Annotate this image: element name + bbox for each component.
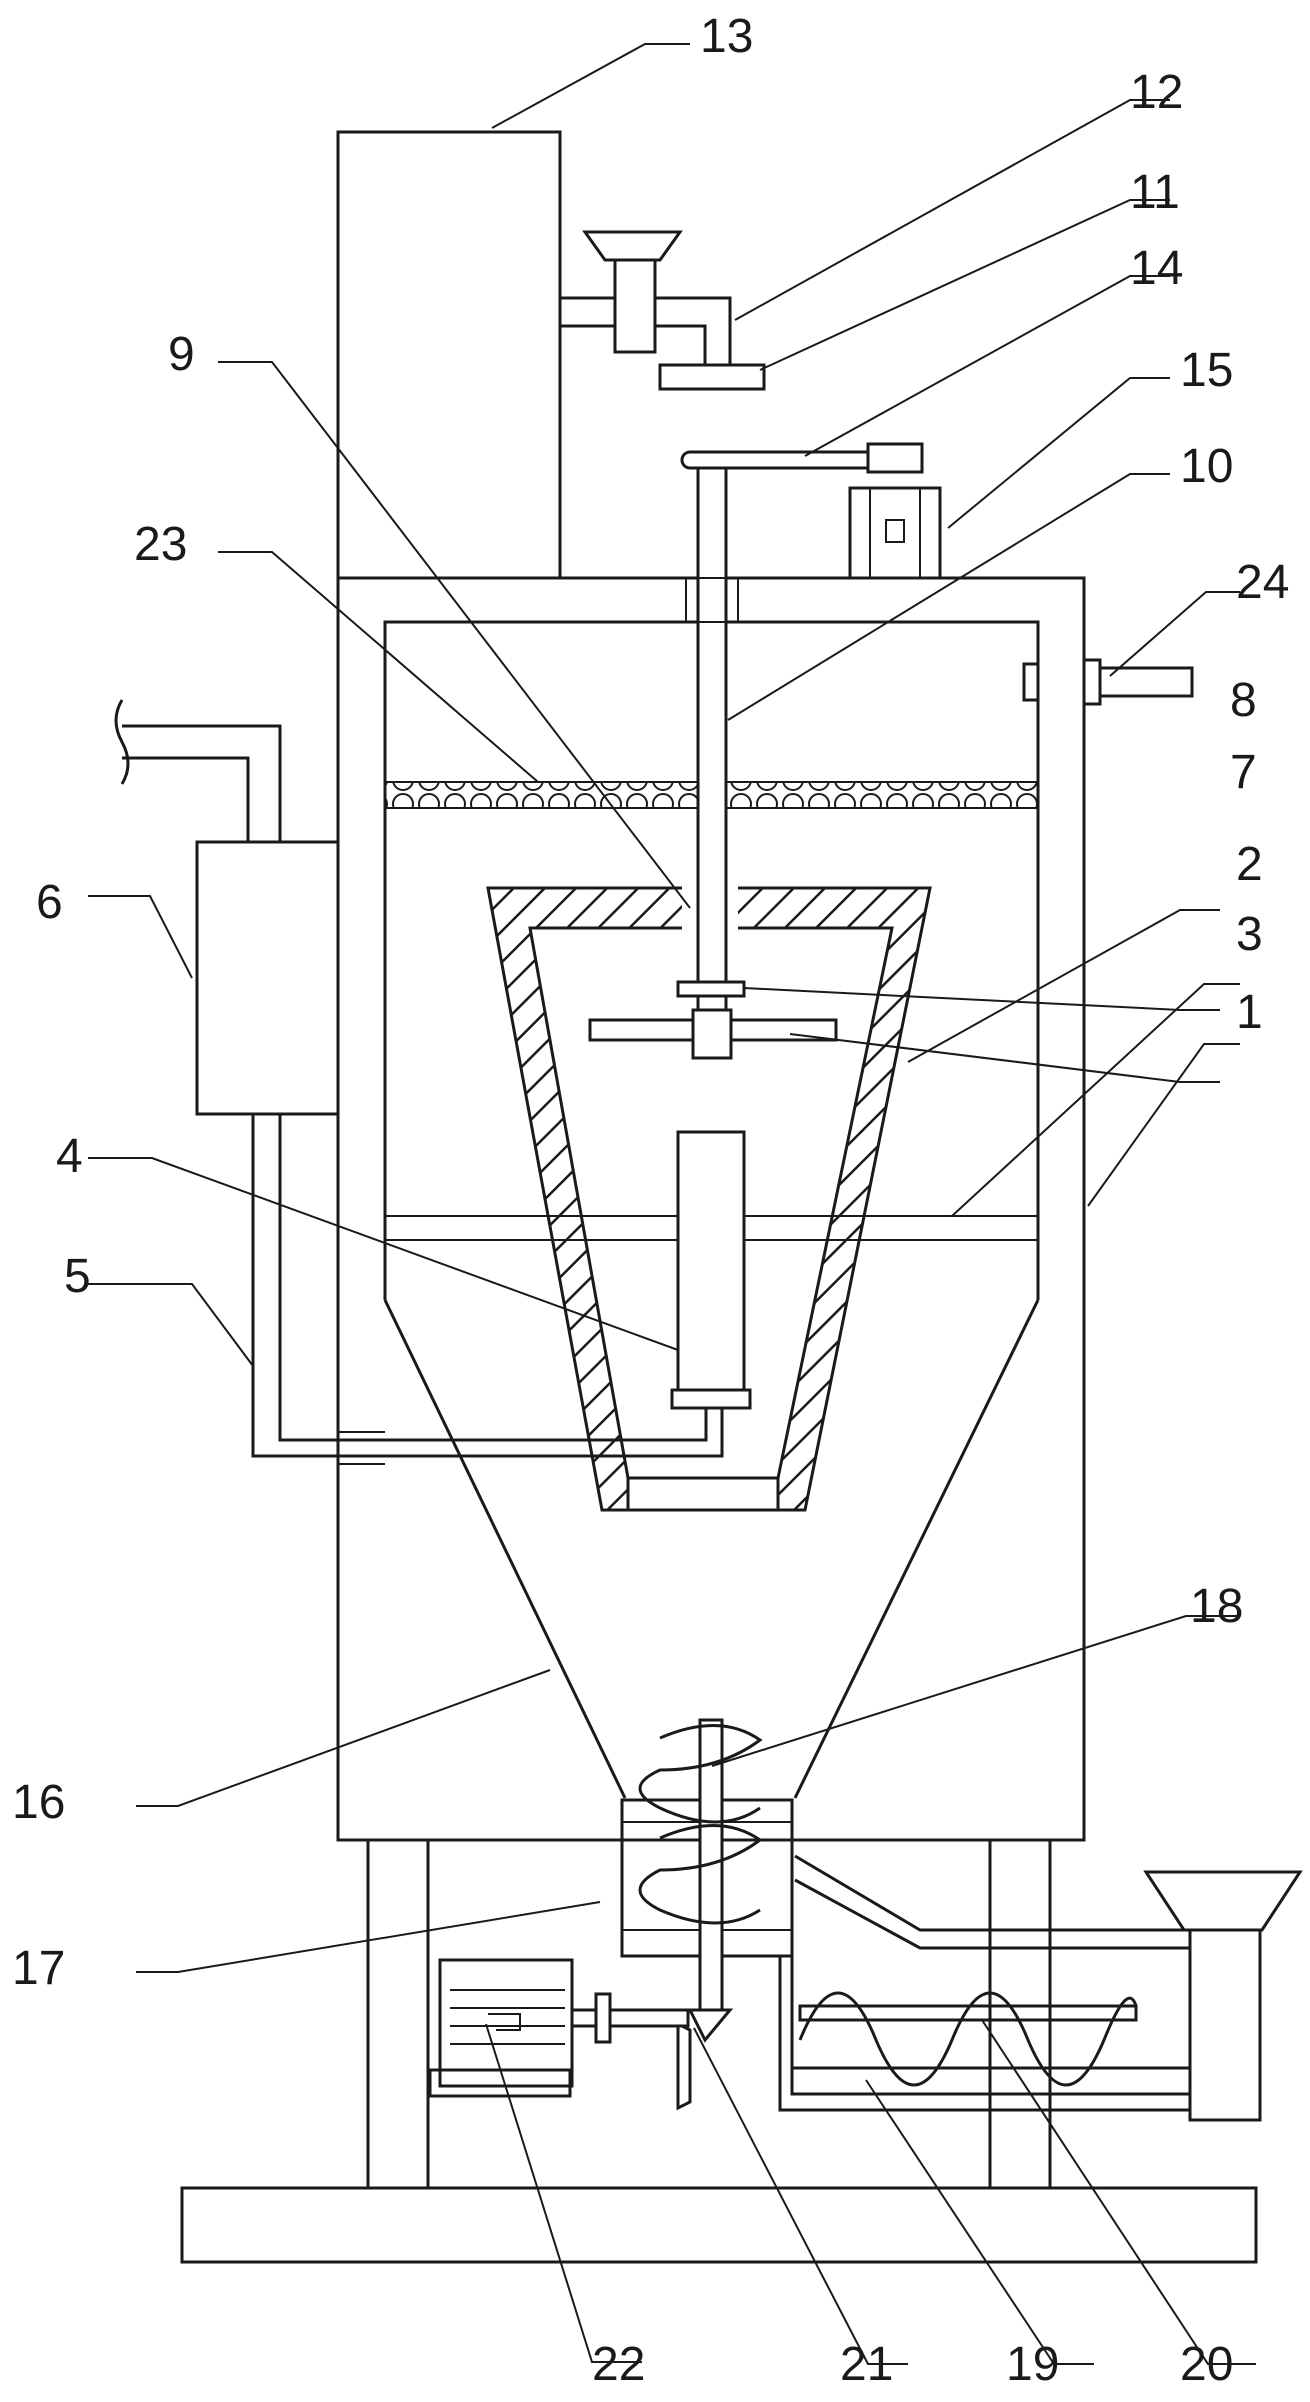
pump-unit — [195, 840, 340, 1116]
collection-hopper — [383, 1299, 1040, 1799]
callout-17: 17 — [12, 1942, 65, 1995]
callout-20: 20 — [1180, 2338, 1233, 2391]
bevel-gear-side — [676, 2021, 692, 2111]
callout-11: 11 — [1130, 166, 1180, 219]
piston-head — [670, 1388, 752, 1410]
callout-24: 24 — [1236, 556, 1289, 609]
auger-shaft — [798, 2004, 1138, 2022]
callout-22: 22 — [592, 2338, 645, 2391]
callout-1: 1 — [1236, 986, 1263, 1039]
screw-blade — [638, 1724, 763, 1925]
side-feed-funnel — [1143, 1870, 1303, 1932]
callout-14: 14 — [1130, 242, 1183, 295]
leader-lines — [88, 43, 1256, 2365]
drive-shaft — [696, 458, 728, 1032]
side-feed-body — [1188, 1928, 1262, 2122]
wavy-break — [114, 699, 130, 785]
pipe-joint — [338, 1431, 385, 1465]
auger-blade — [798, 1991, 1138, 2087]
callout-13: 13 — [700, 10, 753, 63]
vessel-bottom-outlet — [626, 1476, 780, 1512]
base-plate — [180, 2186, 1258, 2264]
motor-ribs — [450, 1989, 565, 2045]
cylinder-piston — [676, 1130, 746, 1396]
top-motor — [848, 486, 942, 580]
pump-inlet-pipe — [122, 724, 282, 842]
callout-15: 15 — [1180, 344, 1233, 397]
shaft-flange — [594, 1992, 612, 2044]
callout-8: 8 — [1230, 674, 1257, 727]
outlet-valve — [1022, 662, 1040, 702]
circulation-pipe — [251, 1114, 724, 1458]
callout-9: 9 — [168, 328, 195, 381]
blade-hub — [691, 1008, 733, 1060]
top-pulley — [658, 363, 766, 391]
motor-output-shaft — [570, 2008, 690, 2028]
top-feed-pipe — [560, 296, 732, 390]
support-legs — [366, 1840, 1052, 2188]
callout-3: 3 — [1236, 908, 1263, 961]
callout-2: 2 — [1236, 838, 1263, 891]
top-feed-valve — [613, 258, 657, 354]
callout-16: 16 — [12, 1776, 65, 1829]
outlet-flange — [1082, 658, 1102, 706]
motor-base — [428, 2068, 572, 2098]
conveyor-housing — [790, 1854, 1190, 2096]
callout-5: 5 — [64, 1250, 91, 1303]
callout-6: 6 — [36, 876, 63, 929]
motor-pulley — [866, 442, 924, 474]
shaft-coupling — [676, 980, 746, 998]
motor-key — [488, 2013, 521, 2031]
conveyor-pipe-left — [778, 1956, 1190, 2112]
callout-4: 4 — [56, 1130, 83, 1183]
callout-18: 18 — [1190, 1580, 1243, 1633]
motor-window — [885, 519, 905, 543]
callout-7: 7 — [1230, 746, 1257, 799]
lower-motor — [438, 1958, 574, 2088]
outlet-pipe — [1082, 666, 1194, 698]
bevel-gear — [687, 2008, 734, 2043]
callout-23: 23 — [134, 518, 187, 571]
callout-12: 12 — [1130, 66, 1183, 119]
storage-column — [336, 130, 562, 580]
top-feed-funnel — [582, 230, 683, 262]
callout-19: 19 — [1006, 2338, 1059, 2391]
motor-detail — [869, 488, 921, 578]
shaft-bushing — [685, 577, 739, 623]
callout-21: 21 — [840, 2338, 893, 2391]
callout-10: 10 — [1180, 440, 1233, 493]
